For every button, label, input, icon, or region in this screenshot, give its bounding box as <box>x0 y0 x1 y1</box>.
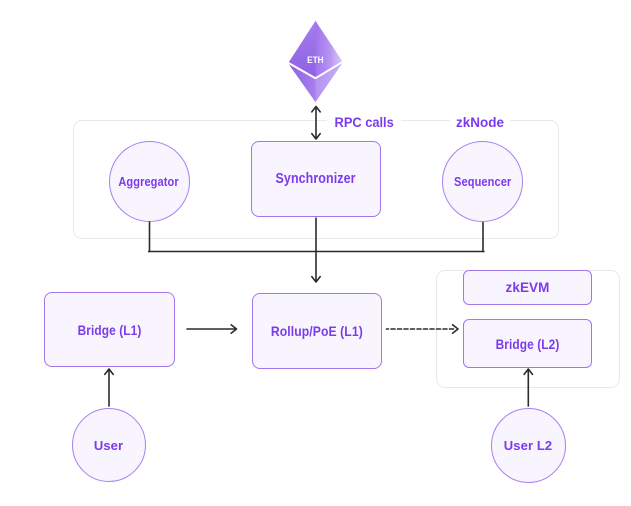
svg-text:ETH: ETH <box>307 55 324 66</box>
